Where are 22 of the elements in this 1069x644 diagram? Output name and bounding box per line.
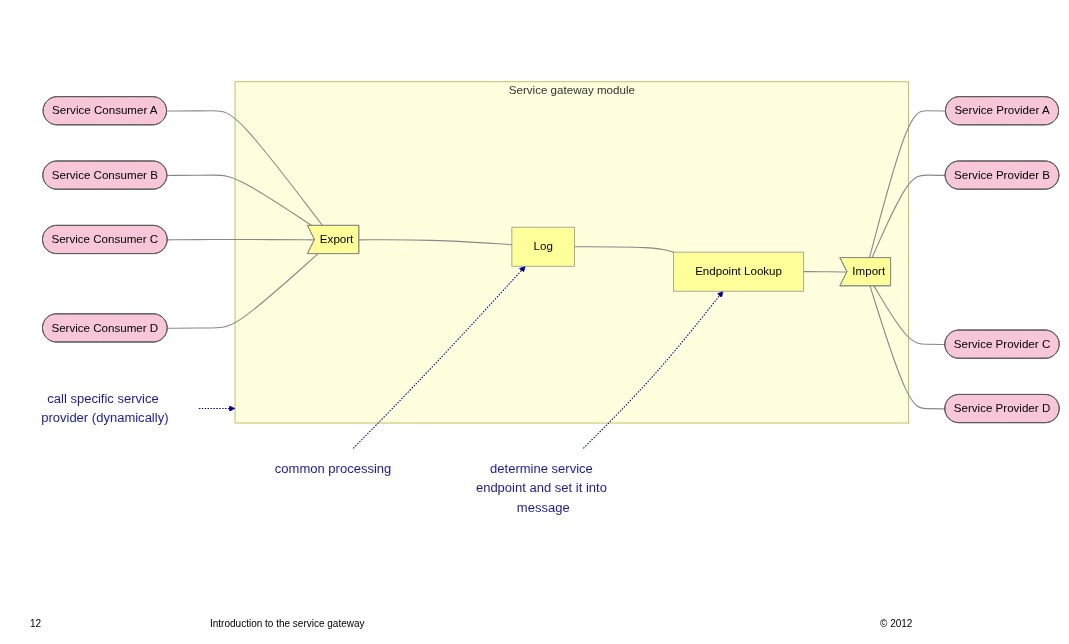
node-box: Log [511,226,575,267]
arrow [582,290,723,449]
node-text: common processing [274,461,391,476]
connector [166,174,312,227]
connector [869,285,946,410]
node-text: determine service endpoint and set it into message [475,461,607,515]
connector [166,238,315,241]
arrow [197,405,235,412]
connector [165,110,323,227]
connector [868,110,946,259]
node-text: call specific service provider (dynamically) [40,390,169,425]
page-number: 12 [30,618,42,629]
connector [358,239,512,245]
connector [166,253,318,329]
node-box: Endpoint Lookup [672,251,804,292]
connector [802,270,848,273]
footer-text: Introduction to the service gateway [210,618,365,629]
connector [573,245,674,253]
connector [873,285,946,345]
copyright-text: © 2012 [880,618,913,629]
connector [870,174,946,259]
arrow [352,265,526,449]
